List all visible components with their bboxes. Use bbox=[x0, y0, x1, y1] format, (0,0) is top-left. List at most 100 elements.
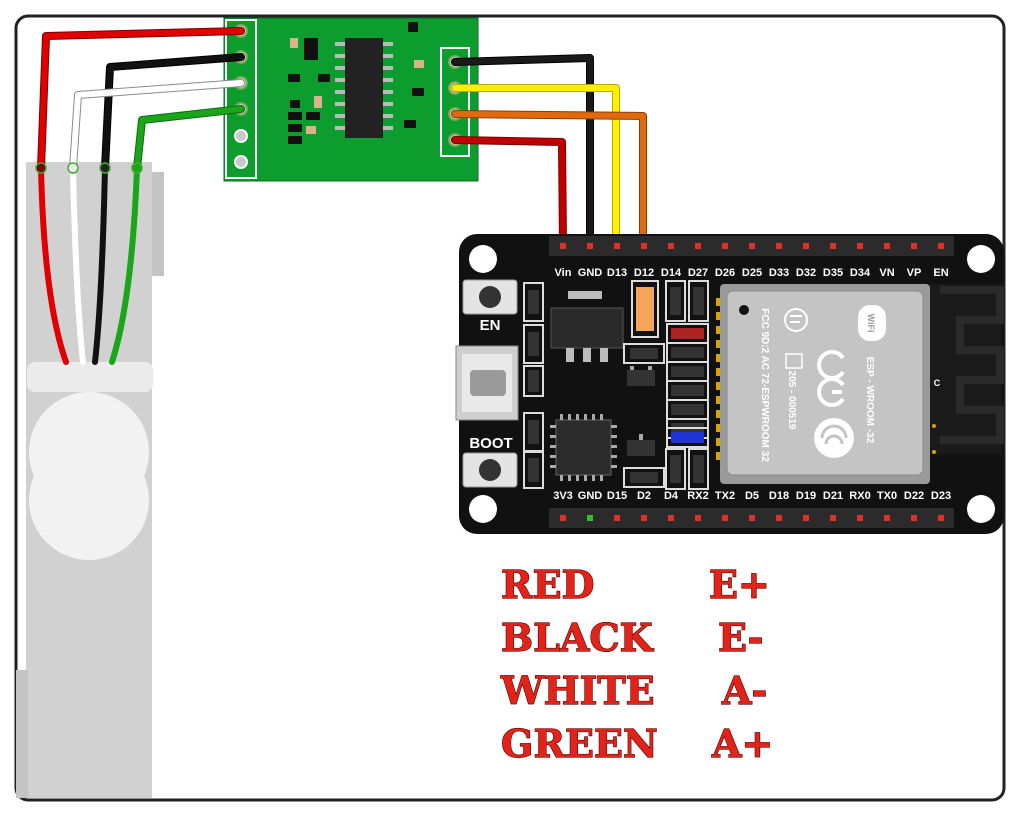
legend-signal-e-minus: E- bbox=[718, 615, 763, 660]
hx711-left-header bbox=[225, 19, 257, 179]
pin-d4 bbox=[668, 515, 674, 521]
pin-label-vin: Vin bbox=[555, 267, 572, 279]
module-fcc-text: FCC 9D:2 AC 72-ESPWROOM 32 bbox=[759, 308, 770, 462]
boot-button[interactable] bbox=[462, 452, 518, 488]
antenna-mark-text: C bbox=[934, 378, 941, 388]
top-pin-header bbox=[549, 236, 954, 256]
hx711-board bbox=[223, 17, 479, 182]
pin-d27 bbox=[695, 243, 701, 249]
wire-red-to-cell bbox=[38, 165, 69, 365]
bottom-pin-header bbox=[549, 508, 954, 528]
pin-d12 bbox=[641, 243, 647, 249]
wifi-badge-text: WiFi bbox=[866, 314, 876, 333]
legend-wire-green: GREEN bbox=[501, 721, 658, 766]
esp-wroom-32-module: ESP - WROOM -32 205 - 000519 FCC 9D:2 AC… bbox=[720, 284, 930, 484]
wire-white-to-cell bbox=[70, 165, 86, 365]
load-cell-wires bbox=[38, 165, 140, 365]
antenna-icon: C bbox=[930, 284, 1004, 454]
module-serial-text: 205 - 000519 bbox=[786, 371, 797, 430]
pin-d33 bbox=[776, 243, 782, 249]
legend-wire-white: WHITE bbox=[500, 668, 655, 713]
load-cell-bracket bbox=[27, 362, 153, 392]
pin-d25 bbox=[749, 243, 755, 249]
load-cell bbox=[16, 162, 164, 798]
pin-label-tx0: TX0 bbox=[877, 490, 897, 502]
pin-label-gnd: GND bbox=[578, 490, 603, 502]
boot-button-label: BOOT bbox=[469, 435, 512, 452]
legend-signal-a-plus: A+ bbox=[711, 721, 773, 766]
voltage-regulator bbox=[550, 291, 624, 362]
pin-tx2 bbox=[722, 515, 728, 521]
ce-mark-icon bbox=[817, 350, 845, 407]
pin-3v3 bbox=[560, 515, 566, 521]
load-cell-hole-bottom bbox=[29, 440, 149, 560]
hx711-input-wires bbox=[35, 27, 245, 174]
pin-vin bbox=[560, 243, 566, 249]
pin-label-d23: D23 bbox=[931, 490, 951, 502]
pin-label-d26: D26 bbox=[715, 267, 735, 279]
pin-gnd bbox=[587, 243, 593, 249]
espressif-logo-icon bbox=[814, 418, 854, 458]
legend-signal-e-plus: E+ bbox=[709, 562, 770, 607]
pin-d35 bbox=[830, 243, 836, 249]
pin-label-3v3: 3V3 bbox=[553, 490, 573, 502]
pin-d23 bbox=[938, 515, 944, 521]
legend-wire-black: BLACK bbox=[501, 615, 655, 660]
pin-label-en: EN bbox=[933, 267, 948, 279]
pin-label-rx0: RX0 bbox=[849, 490, 870, 502]
pin-rx2 bbox=[695, 515, 701, 521]
pin-d32 bbox=[803, 243, 809, 249]
pin-d34 bbox=[857, 243, 863, 249]
usb-uart-chip bbox=[550, 414, 617, 481]
mount-hole bbox=[469, 495, 497, 523]
wifi-icon: WiFi bbox=[858, 305, 886, 341]
pin-label-d12: D12 bbox=[634, 267, 654, 279]
pin-d22 bbox=[911, 515, 917, 521]
pin-d13 bbox=[614, 243, 620, 249]
wire-color-legend: RED E+ BLACK E- WHITE A- GREEN A+ bbox=[499, 561, 774, 766]
pin-label-d21: D21 bbox=[823, 490, 843, 502]
pin-label-d15: D15 bbox=[607, 490, 627, 502]
pin-label-d4: D4 bbox=[664, 490, 679, 502]
bottom-pin-labels: 3V3 GND D15 D2 D4 RX2 TX2 D5 D18 D19 D21 RX0 TX0 D22 D… bbox=[553, 490, 951, 502]
pin-label-d2: D2 bbox=[637, 490, 651, 502]
en-button[interactable] bbox=[462, 279, 518, 315]
hx711-right-header bbox=[440, 47, 470, 157]
pin-label-gnd: GND bbox=[578, 267, 603, 279]
pin-en bbox=[938, 243, 944, 249]
pin-d2 bbox=[641, 515, 647, 521]
mount-hole bbox=[469, 245, 497, 273]
hx711-chip bbox=[345, 38, 383, 138]
pin-vp bbox=[911, 243, 917, 249]
pin-label-d5: D5 bbox=[745, 490, 759, 502]
pin-d14 bbox=[668, 243, 674, 249]
module-model-text: ESP - WROOM -32 bbox=[864, 357, 875, 444]
pin-label-rx2: RX2 bbox=[687, 490, 708, 502]
pin-label-d18: D18 bbox=[769, 490, 789, 502]
legend-signal-a-minus: A- bbox=[721, 668, 767, 713]
pin-tx0 bbox=[884, 515, 890, 521]
pin-d15 bbox=[614, 515, 620, 521]
pin-label-d14: D14 bbox=[661, 267, 682, 279]
mount-hole bbox=[967, 495, 995, 523]
wire-green-to-cell bbox=[109, 165, 140, 365]
pin-label-d19: D19 bbox=[796, 490, 816, 502]
pin-label-d34: D34 bbox=[850, 267, 871, 279]
pin-label-d32: D32 bbox=[796, 267, 816, 279]
pin-d21 bbox=[830, 515, 836, 521]
pin-label-vp: VP bbox=[907, 267, 922, 279]
pin-label-tx2: TX2 bbox=[715, 490, 735, 502]
micro-usb-port bbox=[455, 345, 519, 421]
pin-gnd bbox=[587, 515, 593, 521]
hx711-output-wires bbox=[451, 54, 647, 250]
pin-d19 bbox=[803, 515, 809, 521]
pin-label-d27: D27 bbox=[688, 267, 708, 279]
pin-label-d25: D25 bbox=[742, 267, 762, 279]
pin-label-d22: D22 bbox=[904, 490, 924, 502]
pin-label-d35: D35 bbox=[823, 267, 843, 279]
pin-d5 bbox=[749, 515, 755, 521]
r-mark bbox=[785, 353, 803, 369]
